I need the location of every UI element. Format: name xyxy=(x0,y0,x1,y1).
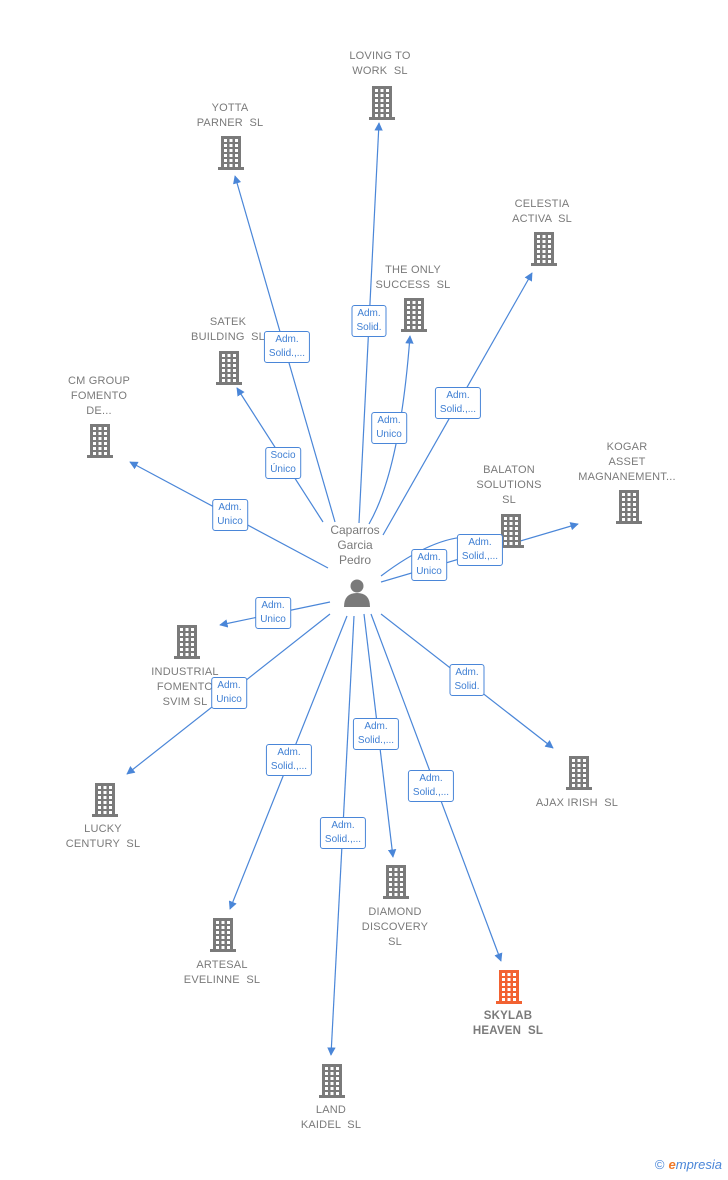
company-label-ajax[interactable]: AJAX IRISH SL xyxy=(535,797,619,809)
role-badge-diamond[interactable]: Adm. Solid.,... xyxy=(352,718,400,750)
person-icon[interactable] xyxy=(344,579,370,608)
role-badge-industrial[interactable]: Adm. Unico xyxy=(255,597,291,629)
role-badge-cmgroup[interactable]: Adm. Unico xyxy=(212,499,248,531)
building-icon-satek[interactable] xyxy=(216,351,242,385)
building-icon-diamond[interactable] xyxy=(383,865,409,899)
company-label-diamond[interactable]: DIAMOND DISCOVERY SL xyxy=(361,906,429,948)
role-badge-celestia[interactable]: Adm. Solid.,... xyxy=(434,387,482,419)
company-label-celestia[interactable]: CELESTIA ACTIVA SL xyxy=(512,198,572,225)
company-label-yotta[interactable]: YOTTA PARNER SL xyxy=(196,102,264,129)
company-label-cmgroup[interactable]: CM GROUP FOMENTO DE... xyxy=(67,375,131,417)
role-badge-skylab[interactable]: Adm. Solid.,... xyxy=(407,770,455,802)
building-icon-balaton[interactable] xyxy=(498,514,524,548)
brand-logo-letter: e xyxy=(668,1157,676,1172)
role-badge-land[interactable]: Adm. Solid.,... xyxy=(319,817,367,849)
building-icon-ajax[interactable] xyxy=(566,756,592,790)
building-icon-loving[interactable] xyxy=(369,86,395,120)
building-icon-industrial[interactable] xyxy=(174,625,200,659)
company-label-artesal[interactable]: ARTESAL EVELINNE SL xyxy=(183,959,261,986)
role-badge-lucky[interactable]: Adm. Unico xyxy=(211,677,247,709)
company-label-kogar[interactable]: KOGAR ASSET MAGNANEMENT... xyxy=(578,441,676,483)
company-label-skylab[interactable]: SKYLAB HEAVEN SL xyxy=(472,1010,544,1037)
building-icon-onlysuccess[interactable] xyxy=(401,298,427,332)
brand-name: mpresia xyxy=(675,1157,722,1172)
role-badge-ajax[interactable]: Adm. Solid. xyxy=(449,664,485,696)
company-label-lucky[interactable]: LUCKY CENTURY SL xyxy=(65,823,141,850)
company-label-onlysuccess[interactable]: THE ONLY SUCCESS SL xyxy=(375,264,451,291)
building-icon-cmgroup[interactable] xyxy=(87,424,113,458)
company-label-loving[interactable]: LOVING TO WORK SL xyxy=(349,50,411,77)
edge-onlysuccess xyxy=(368,335,414,525)
company-label-balaton[interactable]: BALATON SOLUTIONS SL xyxy=(476,464,542,506)
company-label-land[interactable]: LAND KAIDEL SL xyxy=(300,1104,362,1131)
role-badge-satek[interactable]: Socio Único xyxy=(265,447,301,479)
building-icon-kogar[interactable] xyxy=(616,490,642,524)
role-badge-kogar[interactable]: Adm. Solid.,... xyxy=(456,534,504,566)
building-icon-artesal[interactable] xyxy=(210,918,236,952)
center-person-name[interactable]: Caparros Garcia Pedro xyxy=(330,523,380,567)
brand-watermark: ©empresia xyxy=(655,1157,722,1172)
role-badge-onlysuccess[interactable]: Adm. Unico xyxy=(371,412,407,444)
building-icon-lucky[interactable] xyxy=(92,783,118,817)
company-label-industrial[interactable]: INDUSTRIAL FOMENTO SVIM SL xyxy=(151,666,219,708)
role-badge-balaton[interactable]: Adm. Unico xyxy=(411,549,447,581)
building-icon-yotta[interactable] xyxy=(218,136,244,170)
role-badge-loving[interactable]: Adm. Solid. xyxy=(351,305,387,337)
building-icon-celestia[interactable] xyxy=(531,232,557,266)
building-icon-land[interactable] xyxy=(319,1064,345,1098)
role-badge-yotta[interactable]: Adm. Solid.,... xyxy=(263,331,311,363)
role-badge-artesal[interactable]: Adm. Solid.,... xyxy=(265,744,313,776)
copyright-symbol: © xyxy=(654,1157,665,1172)
building-icon-skylab[interactable] xyxy=(496,970,522,1004)
company-label-satek[interactable]: SATEK BUILDING SL xyxy=(191,316,265,343)
